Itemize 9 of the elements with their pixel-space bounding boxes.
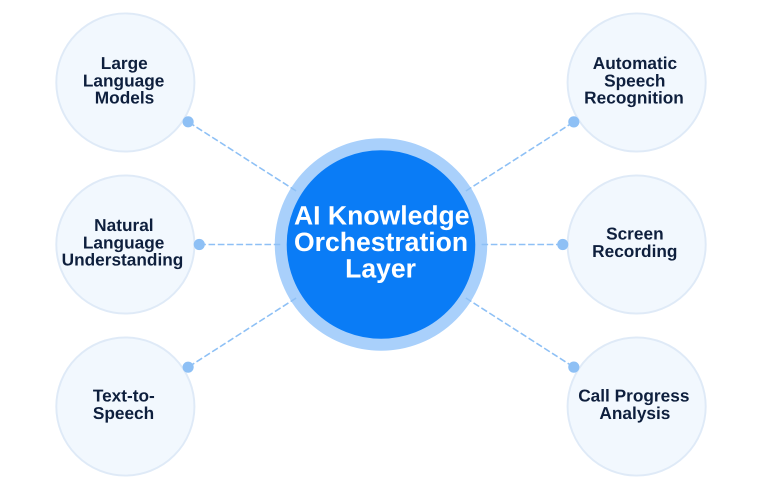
connector (465, 116, 580, 192)
node-circle: Natural Language Understanding (55, 174, 196, 315)
connector (182, 297, 297, 373)
connector (465, 297, 580, 373)
node-circle: Screen Recording (566, 174, 707, 315)
connector (182, 116, 297, 192)
connector (482, 238, 568, 250)
connector (194, 238, 280, 250)
node-circle: AI Knowledge Orchestration Layer (274, 138, 488, 351)
